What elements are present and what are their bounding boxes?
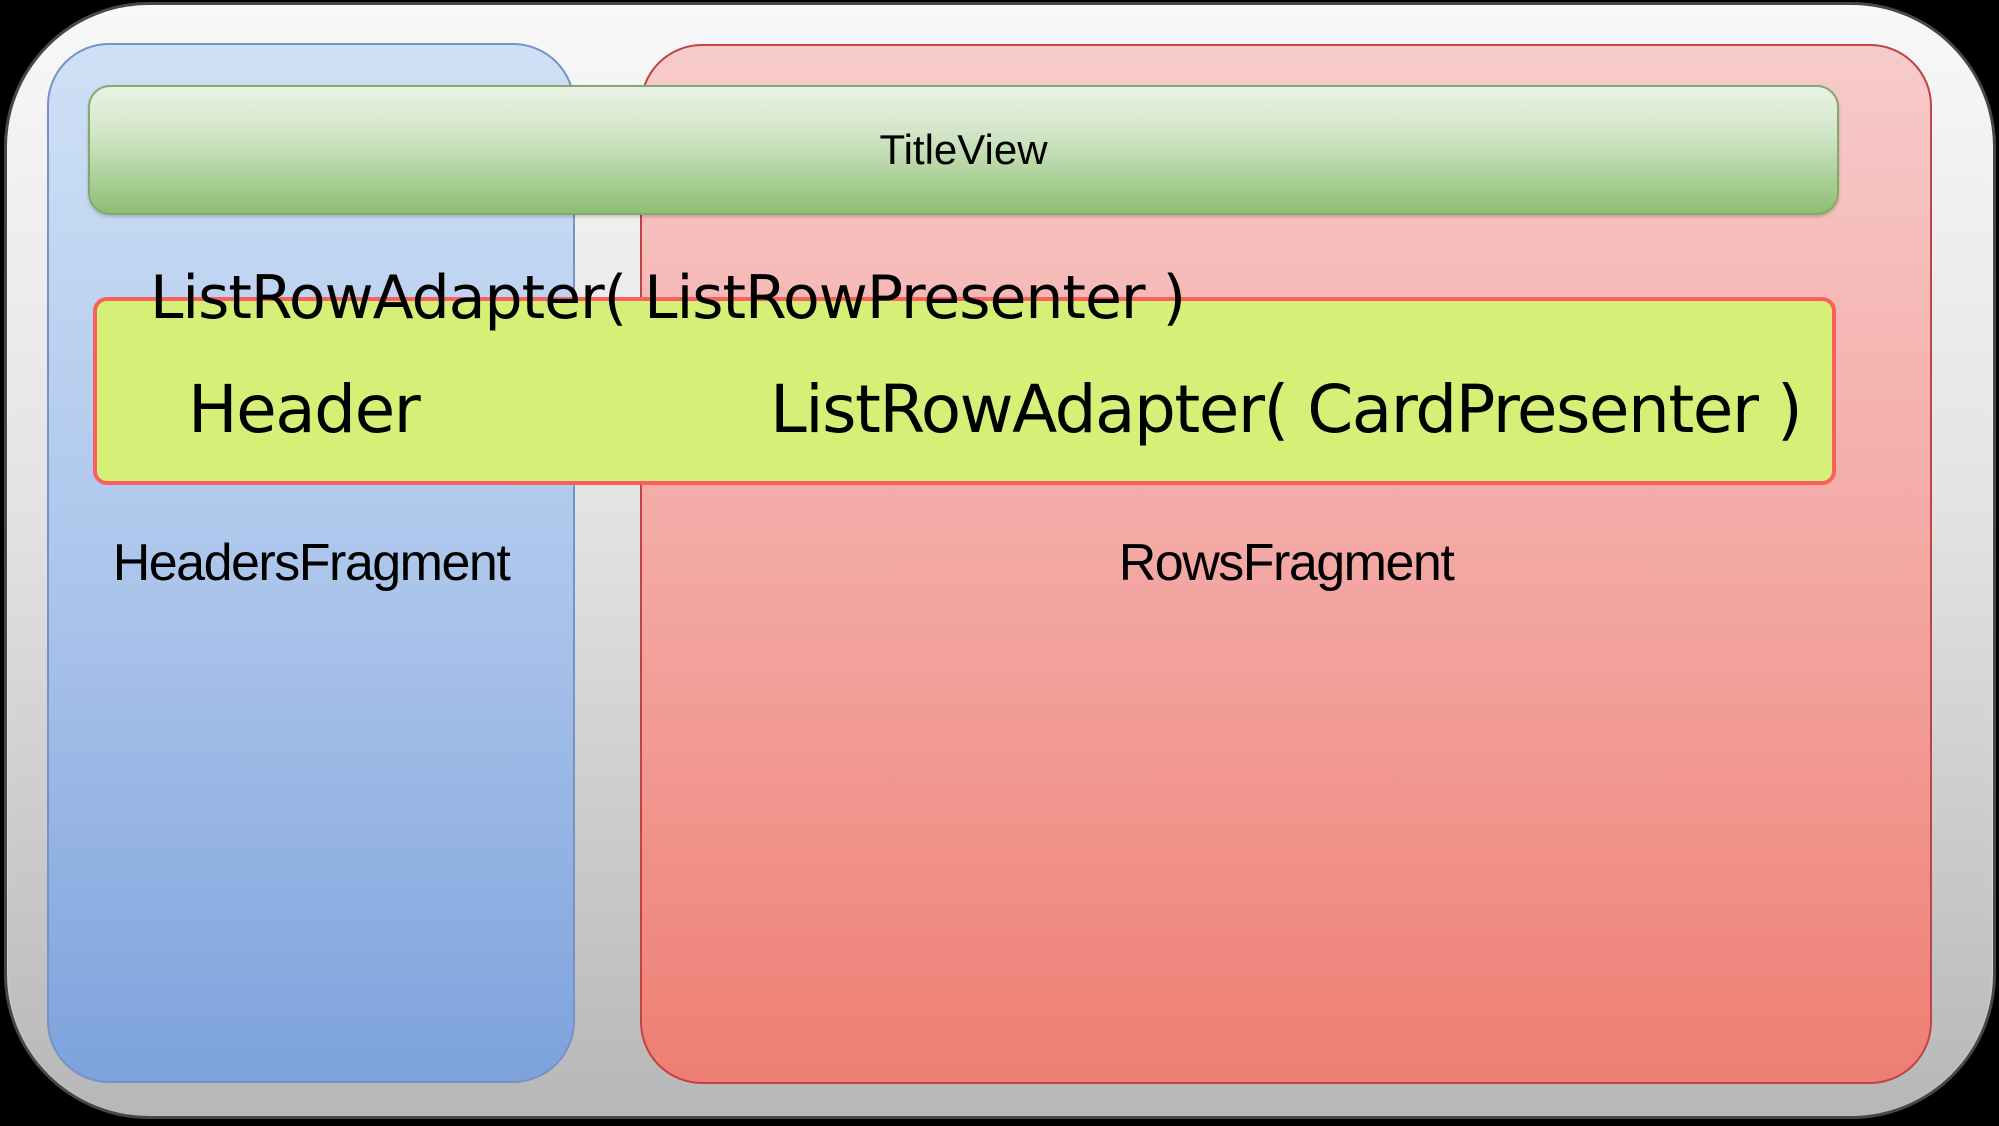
title-view-label: TitleView	[879, 126, 1048, 173]
header-cell-label: Header	[188, 371, 421, 448]
headers-fragment-box: HeadersFragment	[47, 43, 575, 1083]
list-row-presenter-adapter-label: ListRowAdapter( ListRowPresenter )	[150, 263, 1186, 333]
card-presenter-adapter-label: ListRowAdapter( CardPresenter )	[770, 371, 1803, 448]
list-row-bar: Header ListRowAdapter( CardPresenter )	[93, 297, 1836, 485]
rows-fragment-box: RowsFragment	[640, 44, 1932, 1084]
rows-fragment-label: RowsFragment	[1118, 534, 1455, 592]
headers-fragment-label: HeadersFragment	[112, 534, 511, 592]
title-view-bar: TitleView	[88, 85, 1839, 215]
